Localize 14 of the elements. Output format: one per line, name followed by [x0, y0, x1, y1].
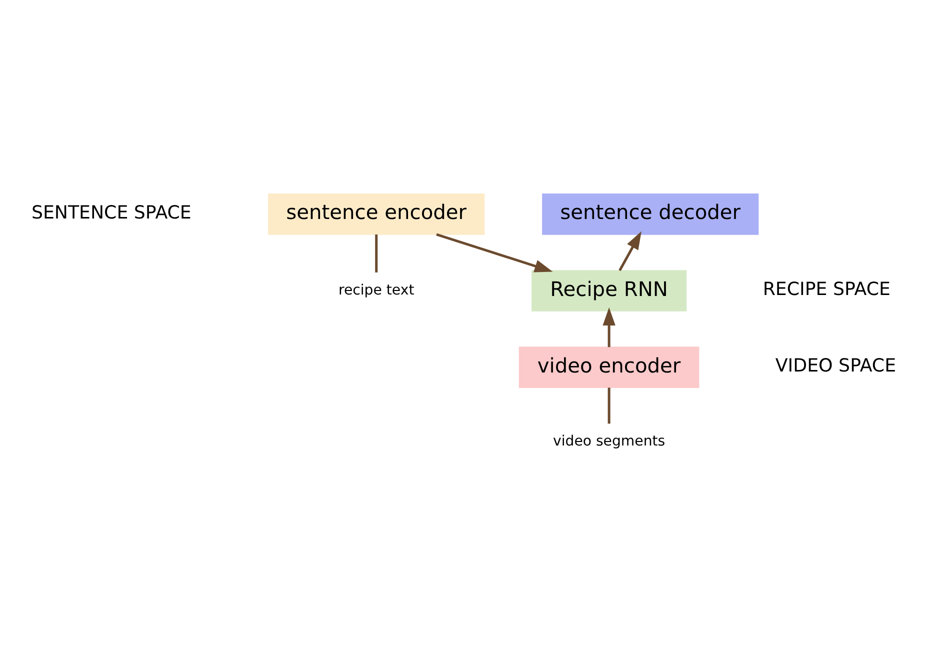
arrow: [436, 233, 553, 272]
connector: [608, 388, 610, 424]
node-box: sentence decoder: [542, 194, 759, 235]
label: VIDEO SPACE: [775, 356, 896, 377]
label: SENTENCE SPACE: [31, 202, 192, 224]
node-text: recipe text: [338, 282, 414, 298]
node-box: sentence encoder: [268, 194, 485, 235]
node-text: video segments: [552, 434, 666, 450]
node-box: Recipe RNN: [532, 270, 687, 312]
connector: [375, 234, 378, 272]
arrow: [618, 231, 642, 272]
node-box: video encoder: [518, 346, 700, 388]
arrow: [602, 307, 616, 348]
label: RECIPE SPACE: [762, 279, 890, 300]
